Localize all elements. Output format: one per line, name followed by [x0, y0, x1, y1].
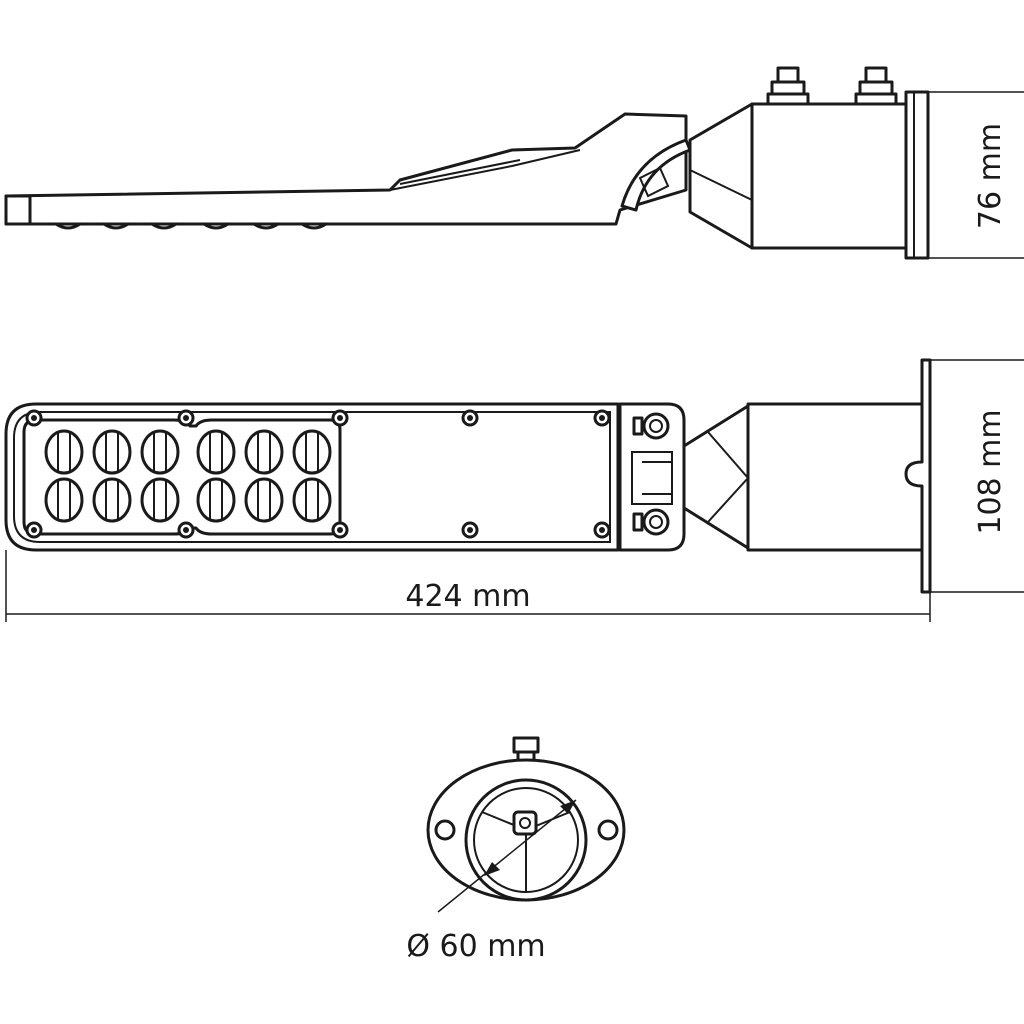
screw	[177, 409, 195, 427]
screw	[331, 409, 349, 427]
mount-sleeve	[746, 402, 924, 552]
top-view: 108 mm 424 mm	[4, 358, 1024, 622]
screw	[177, 521, 195, 539]
plate-hole-left	[434, 819, 456, 841]
led-lens	[92, 429, 132, 475]
screw	[331, 521, 349, 539]
led-lens	[244, 477, 284, 523]
led-lens	[196, 477, 236, 523]
end-view: Ø 60 mm	[406, 736, 626, 964]
led-lens	[140, 477, 180, 523]
dimension-label-diameter: Ø 60 mm	[406, 929, 545, 964]
screw	[461, 409, 479, 427]
screw	[593, 409, 611, 427]
mount-endplate	[904, 358, 932, 594]
side-view: 76 mm	[4, 66, 1024, 260]
led-lens	[196, 429, 236, 475]
plate-hole-right	[597, 819, 619, 841]
bracket-bolt-bottom	[632, 508, 670, 536]
bolt-right	[854, 66, 898, 106]
led-lens	[140, 429, 180, 475]
dimension-label-width: 108 mm	[973, 409, 1008, 534]
mount-flange	[904, 90, 930, 260]
bolt-left	[766, 66, 810, 106]
screw	[593, 521, 611, 539]
adapter-cone-top	[682, 404, 750, 550]
led-lens	[92, 477, 132, 523]
bracket-bolt-top	[632, 412, 670, 440]
screws	[25, 409, 611, 539]
dimension-label-length: 424 mm	[405, 579, 530, 614]
led-lens	[292, 477, 332, 523]
led-lens	[292, 429, 332, 475]
led-lens	[44, 477, 84, 523]
screw	[25, 409, 43, 427]
adapter-cone	[688, 102, 754, 250]
hinge-arc	[620, 138, 692, 212]
led-lens	[244, 429, 284, 475]
mount-housing	[750, 102, 908, 250]
led-panel	[22, 418, 342, 536]
dimension-label-height: 76 mm	[973, 123, 1008, 229]
led-bumps-side	[54, 222, 328, 230]
screw	[25, 521, 43, 539]
led-lens	[44, 429, 84, 475]
lamp-body-side	[4, 112, 688, 226]
screw	[461, 521, 479, 539]
lamp-body-top	[4, 402, 620, 552]
led-array	[44, 429, 332, 523]
